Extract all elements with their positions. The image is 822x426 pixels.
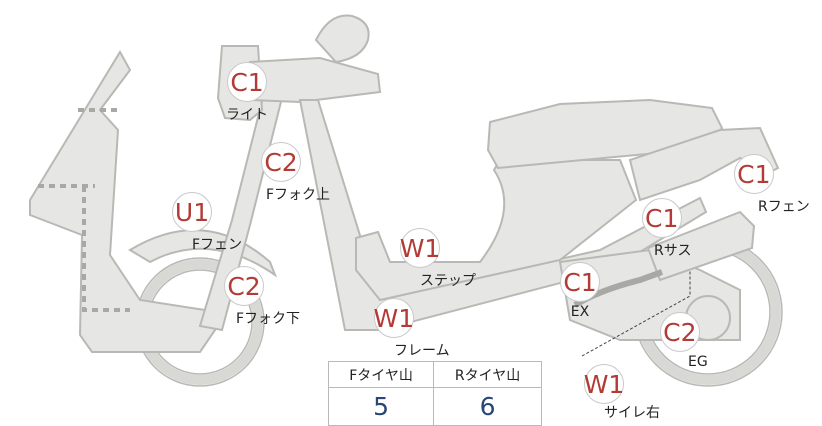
callout-r-suspension: C1 Rサス	[632, 198, 691, 260]
callout-label: Rフェン	[758, 199, 810, 215]
callout-label: サイレ右	[604, 405, 660, 421]
callout-label: Fフォク上	[266, 187, 331, 203]
callout-badge: C2	[659, 312, 700, 352]
callout-badge: W1	[373, 298, 415, 338]
callout-f-fender: U1 Fフェン	[142, 192, 242, 254]
callout-code: C1	[563, 267, 597, 297]
callout-label: フレーム	[394, 343, 450, 359]
callout-exhaust: C1 EX	[560, 262, 600, 320]
callout-muffler-right: W1 サイレ右	[548, 364, 660, 422]
front-tire-value: 5	[327, 387, 435, 426]
callout-label: ステップ	[420, 273, 476, 289]
front-tire-header: Fタイヤ山	[327, 361, 435, 388]
rear-tire-header: Rタイヤ山	[433, 361, 542, 388]
callout-label: ライト	[226, 107, 268, 123]
callout-step: W1 ステップ	[364, 228, 476, 290]
callout-label: Fフェン	[192, 237, 243, 253]
callout-badge: C1	[560, 262, 600, 302]
callout-label: EX	[570, 304, 590, 320]
front-shield-dashes	[38, 108, 130, 312]
tire-tread-header-row: Fタイヤ山 Rタイヤ山	[327, 361, 542, 388]
callout-frame: W1 フレーム	[338, 298, 450, 360]
callout-f-fork-lower: C2 Fフォク下	[188, 266, 300, 328]
callout-f-fork-upper: C2 Fフォク上	[232, 142, 330, 204]
callout-code: U1	[174, 197, 210, 227]
callout-label: Fフォク下	[236, 311, 301, 327]
callout-code: C1	[737, 159, 771, 189]
callout-code: C2	[227, 271, 261, 301]
callout-code: W1	[583, 369, 625, 399]
callout-code: W1	[373, 303, 415, 333]
callout-code: C1	[230, 67, 264, 97]
callout-label: Rサス	[654, 243, 692, 259]
callout-badge: W1	[584, 364, 624, 404]
callout-engine: C2 EG	[652, 312, 708, 370]
callout-badge: C1	[641, 198, 682, 238]
callout-code: C1	[645, 203, 679, 233]
callout-badge: U1	[172, 192, 213, 232]
callout-badge: W1	[400, 228, 440, 268]
handlebar-cowl	[248, 56, 382, 104]
mirror	[314, 14, 370, 64]
callout-code: C2	[663, 317, 697, 347]
callout-label: EG	[688, 354, 708, 370]
callout-badge: C2	[224, 266, 265, 306]
frame-tube	[298, 99, 708, 331]
callout-code: W1	[399, 233, 441, 263]
callout-badge: C2	[261, 142, 302, 182]
muffler-leader-line	[581, 270, 691, 357]
callout-badge: C1	[227, 62, 267, 102]
callout-light: C1 ライト	[226, 62, 268, 124]
rear-tire-value: 6	[433, 387, 542, 426]
tire-tread-value-row: 5 6	[327, 387, 542, 426]
tire-tread-table: Fタイヤ山 Rタイヤ山 5 6	[327, 361, 542, 426]
callout-r-fender: C1 Rフェン	[698, 154, 810, 216]
callout-code: C2	[264, 147, 298, 177]
callout-badge: C1	[733, 154, 774, 194]
